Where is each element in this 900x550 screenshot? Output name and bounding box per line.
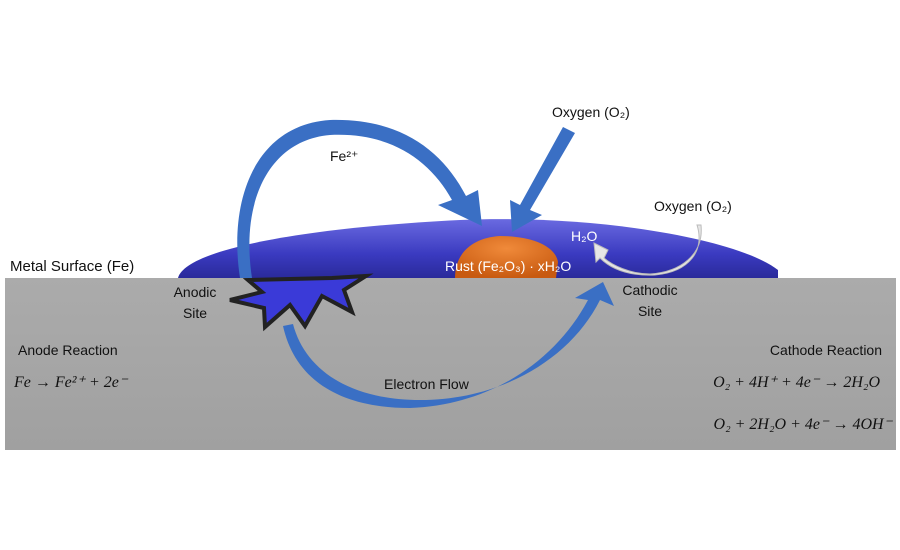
oxygen-right-label: Oxygen (O₂) bbox=[654, 198, 732, 214]
fe-ion-arrow bbox=[237, 119, 482, 278]
anode-reaction-title: Anode Reaction bbox=[18, 342, 118, 358]
metal-surface-label: Metal Surface (Fe) bbox=[10, 258, 135, 275]
oxygen-to-water-arrow bbox=[593, 224, 702, 276]
electron-flow-label: Electron Flow bbox=[384, 376, 469, 392]
cathodic-site-label: Cathodic Site bbox=[622, 282, 678, 319]
oxygen-top-label: Oxygen (O₂) bbox=[552, 104, 630, 120]
anodic-site-label: Anodic Site bbox=[173, 284, 217, 321]
water-label: H₂O bbox=[571, 228, 598, 244]
metal-block bbox=[5, 278, 896, 450]
fe-ion-label: Fe²⁺ bbox=[330, 148, 359, 164]
cathode-reaction-title: Cathode Reaction bbox=[769, 342, 882, 358]
cathode-equation-2: O₂ + 2H₂O + 4e⁻ → 4OH⁻ bbox=[713, 416, 892, 433]
oxygen-arrow bbox=[510, 127, 575, 232]
rust-deposit bbox=[455, 236, 558, 278]
rust-label: Rust (Fe₂O₃) · xH₂O bbox=[445, 258, 572, 274]
anode-equation: Fe → Fe²⁺ + 2e⁻ bbox=[14, 374, 128, 391]
cathode-equation-1: O₂ + 4H⁺ + 4e⁻ → 2H₂O bbox=[713, 374, 880, 391]
anodic-pit-star bbox=[229, 273, 374, 332]
